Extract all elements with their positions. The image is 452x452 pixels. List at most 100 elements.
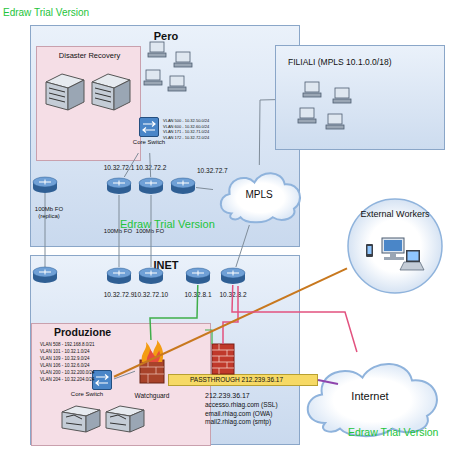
passthrough-bar: PASSTHROUGH 212.239.36.17 [168,374,318,386]
router-node: 10.32.72.9 [106,267,132,285]
router-node: 10.32.8.1 [185,267,211,285]
firewall-node: Watchguard [135,340,169,390]
server-icon [106,406,144,416]
router-outline [139,273,163,279]
branch-box: FILIALI (MPLS 10.1.0.0/18) [275,45,445,150]
network-cloud-text: MPLS [213,189,305,200]
router-outline [220,267,246,285]
link-line [205,330,212,344]
workstation-icon [170,76,184,86]
vlan-text: VLAN 101 - 10.32.1.0/24 [40,349,120,354]
router-outline [170,177,196,195]
zone-box-text: Disaster Recovery [41,52,138,60]
server-icon [62,406,100,432]
server-icon [130,410,144,432]
vlan-text: VLAN 200 - 10.32.200.0/24 [40,370,120,375]
router-outline [171,178,195,188]
router-outline [139,183,163,189]
connector-line [114,268,347,376]
switch-node: Core Switch [70,370,114,404]
branch-box-text: FILIALI (MPLS 10.1.0.0/18) [288,58,443,67]
device-icon [408,252,419,261]
router-outline [107,268,131,278]
firewall-icon [212,344,234,374]
router-outline [221,274,245,284]
connector-line [196,188,213,190]
router-icon [33,183,57,193]
link-line [205,286,338,384]
workstation-icon [150,42,164,52]
router-icon [33,273,57,283]
vlan-text: VLAN 171 - 10.32.71.0/24 [163,130,223,135]
router-outline [186,273,210,279]
router-outline [138,177,164,195]
server-icon [62,406,100,416]
workstation-icon [168,87,186,91]
router-outline [107,273,131,279]
fire-outline [138,340,166,384]
server-icon [66,415,82,425]
connector-line [236,225,249,267]
router-icon [33,177,57,187]
circle-outline [348,199,442,293]
workstation-icon [335,88,349,98]
users-circle-text: External Workers [347,210,443,220]
server-icon [46,74,84,110]
switch-outline [139,117,159,137]
router-outline [139,274,163,284]
firewall-node-text: Watchguard [127,392,177,399]
router-outline [221,273,245,279]
server-icon [92,74,130,110]
router-icon [39,270,51,275]
link-label: 100Mb FO [134,228,166,235]
device-icon [384,257,404,260]
fibre-line [45,193,46,267]
router-outline [171,184,195,194]
firewall-icon [212,344,234,374]
device-icon [390,253,396,257]
connector-line [259,100,275,165]
server-icon [95,88,111,102]
router-outline [171,183,195,189]
address-text: email.rhiag.com (OWA) [205,410,305,417]
router-node-text: 10.32.72.10 [126,291,176,298]
server-icon [86,410,100,432]
switch-outline [143,122,155,133]
router-outline [221,268,245,278]
router-icon [33,182,57,188]
zone-box-text: Produzione [54,327,184,339]
firewall-icon [212,344,234,374]
router-outline [186,268,210,278]
router-outline [107,178,131,188]
router-outline [227,271,239,276]
router-outline [139,184,163,194]
router-outline [106,177,132,195]
fire-outline [142,340,163,362]
site-region-text: INET [31,259,301,271]
router-icon [33,267,57,277]
vlan-text: VLAN 106 - 10.32.6.0/24 [40,363,120,368]
router-outline [145,181,157,186]
server-icon [92,82,114,110]
router-outline [113,271,125,276]
router-outline [106,267,132,285]
link-label: 100Mb FO (replica) [31,206,67,220]
workstation-icon [146,70,160,80]
workstation-icon [326,125,344,129]
device-icon [400,262,424,270]
watermark: Edraw Trial Version [3,7,123,19]
fire-outline [140,360,164,383]
switch-outline [92,370,112,390]
bar-outline [169,375,318,386]
server-icon [46,82,68,110]
connector-line [119,195,120,267]
site-region-text: Pero [31,30,301,42]
router-outline [177,181,189,186]
workstation-icon [176,52,190,62]
workstation-icon [305,82,319,92]
router-node: 10.32.72.7 [170,177,196,195]
network-cloud: MPLS [213,165,305,225]
router-outline [107,183,131,189]
